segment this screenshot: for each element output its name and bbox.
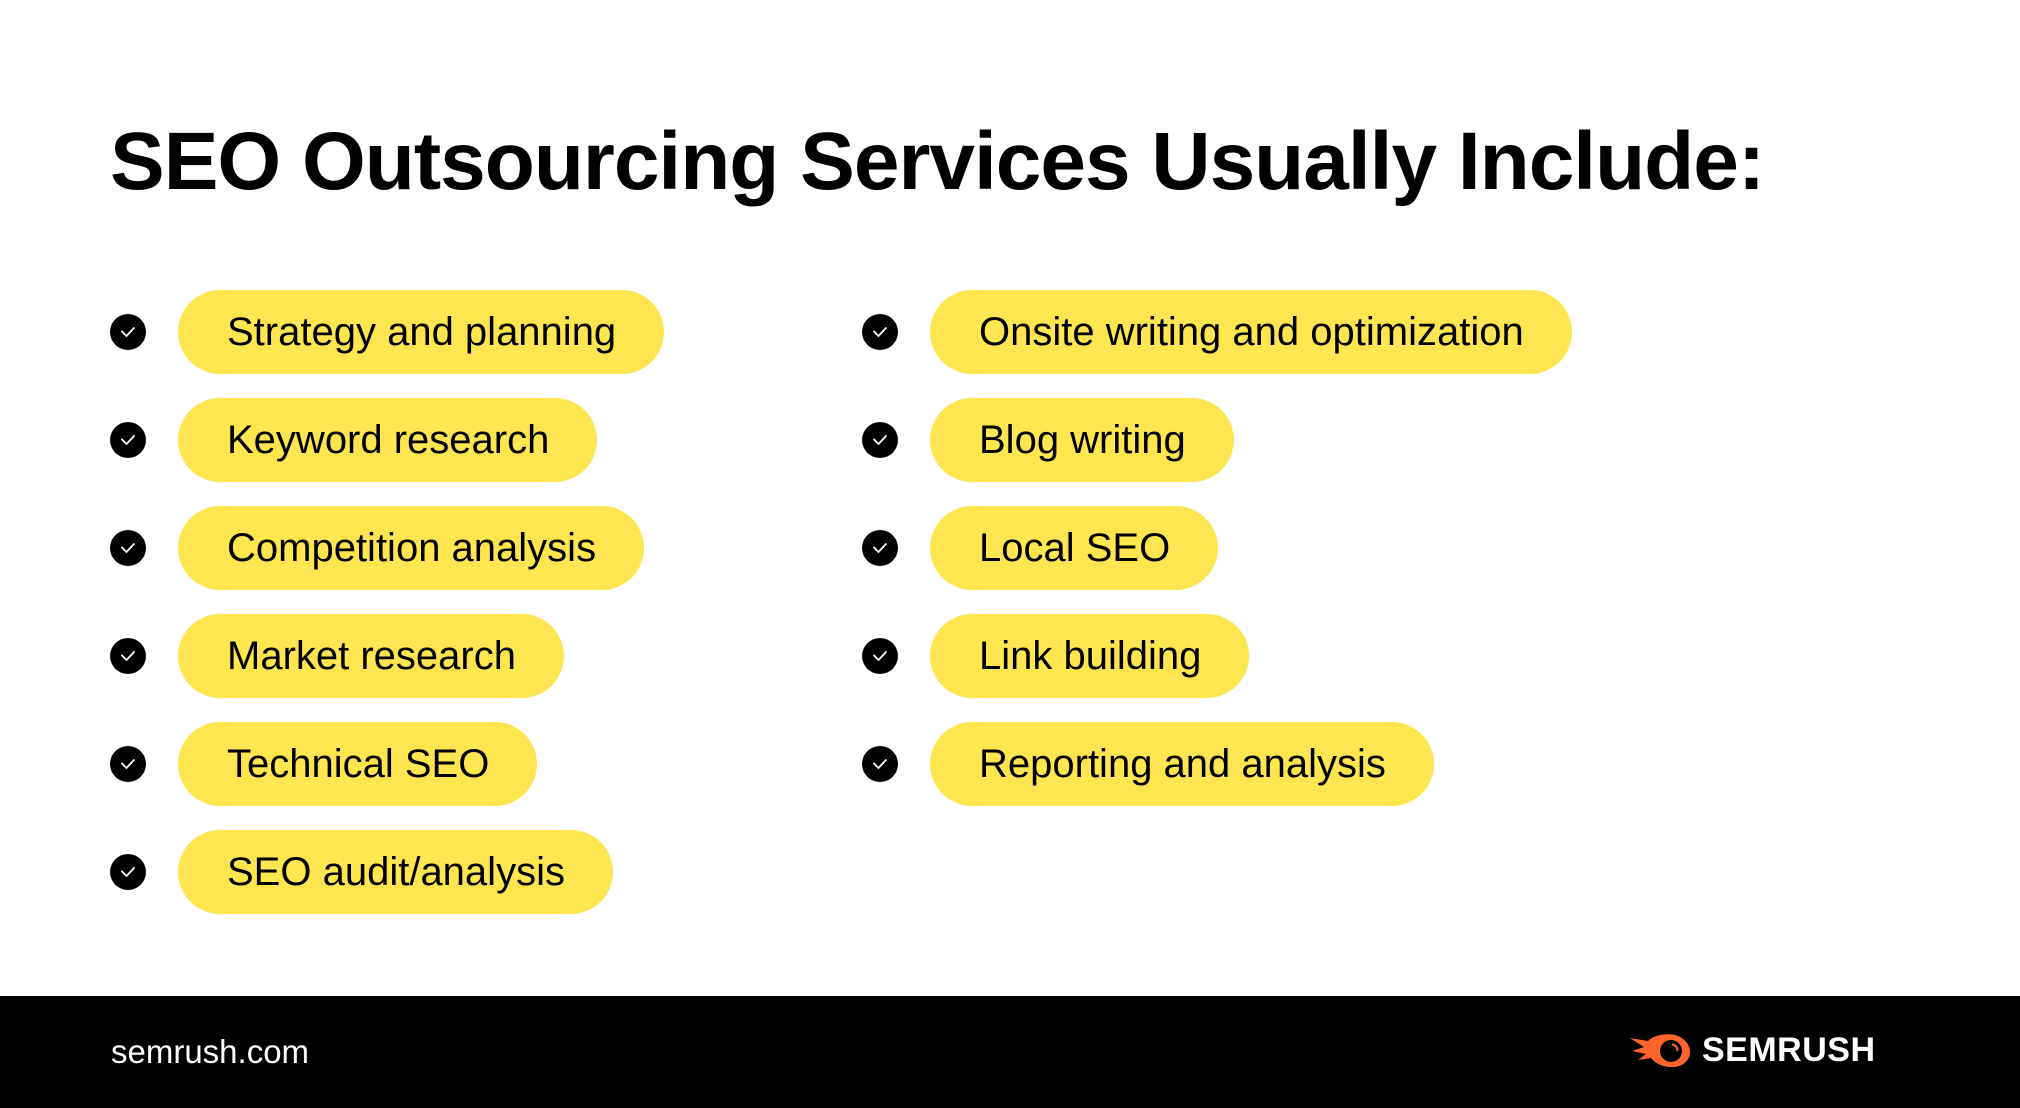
list-item: Link building: [862, 614, 1572, 698]
list-item: Strategy and planning: [110, 290, 665, 374]
check-circle-icon: [862, 530, 898, 566]
service-pill: Reporting and analysis: [930, 722, 1434, 806]
list-item: Local SEO: [862, 506, 1572, 590]
check-circle-icon: [862, 422, 898, 458]
footer-url: semrush.com: [111, 1033, 310, 1070]
service-pill: SEO audit/analysis: [178, 830, 613, 914]
check-circle-icon: [110, 422, 146, 458]
service-pill: Competition analysis: [178, 506, 645, 590]
page-title: SEO Outsourcing Services Usually Include…: [110, 116, 1765, 207]
service-pill: Blog writing: [930, 398, 1234, 482]
list-item: Keyword research: [110, 398, 664, 482]
service-pill: Technical SEO: [178, 722, 538, 806]
list-item: Blog writing: [862, 398, 1572, 482]
list-item: Onsite writing and optimization: [862, 290, 1572, 374]
semrush-fireball-icon: [1630, 1034, 1691, 1068]
check-circle-icon: [110, 638, 146, 674]
service-pill: Link building: [930, 614, 1250, 698]
footer: semrush.com SEMRUSH: [0, 996, 2020, 1108]
list-item: Market research: [110, 614, 664, 698]
check-circle-icon: [862, 314, 898, 350]
check-circle-icon: [110, 314, 146, 350]
semrush-logo: SEMRUSH: [1626, 1030, 1876, 1070]
list-item: Reporting and analysis: [862, 722, 1572, 806]
check-circle-icon: [110, 746, 146, 782]
list-item: SEO audit/analysis: [110, 830, 664, 914]
services-list-right: Onsite writing and optimization Blog wri…: [862, 290, 1572, 806]
list-item: Competition analysis: [110, 506, 664, 590]
list-item: Technical SEO: [110, 722, 664, 806]
services-list-left: Strategy and planning Keyword research C…: [110, 290, 665, 914]
service-pill: Keyword research: [178, 398, 598, 482]
service-pill: Local SEO: [930, 506, 1219, 590]
check-circle-icon: [862, 638, 898, 674]
check-circle-icon: [110, 854, 146, 890]
check-circle-icon: [862, 746, 898, 782]
check-circle-icon: [110, 530, 146, 566]
brand-wordmark: SEMRUSH: [1702, 1031, 1876, 1069]
service-pill: Strategy and planning: [178, 290, 665, 374]
service-pill: Market research: [178, 614, 564, 698]
service-pill: Onsite writing and optimization: [930, 290, 1572, 374]
